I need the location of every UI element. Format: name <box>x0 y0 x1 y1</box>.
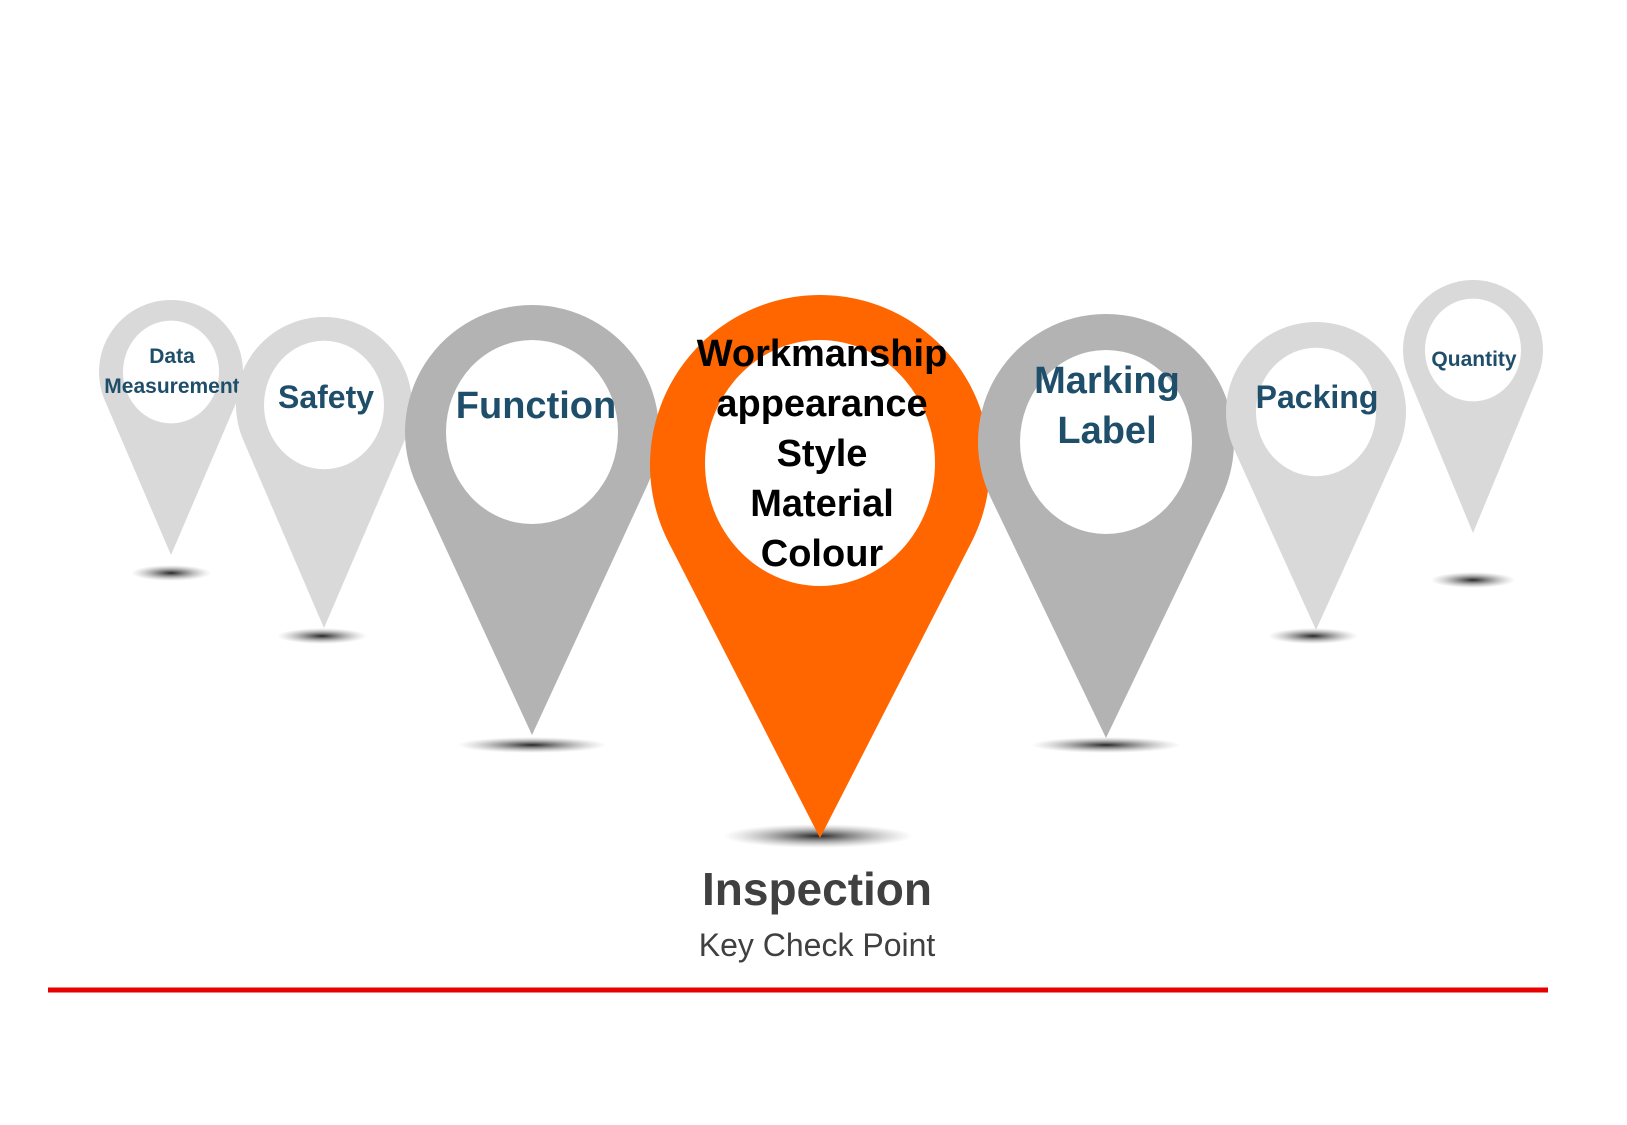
diagram-title: Inspection <box>702 863 932 915</box>
pin-label-line: Function <box>456 385 616 427</box>
pin-shadow-workmanship <box>723 824 913 848</box>
pin-hole-quantity <box>1425 298 1521 402</box>
pin-label-function: Function <box>456 385 616 427</box>
pin-label-packing: Packing <box>1256 379 1379 415</box>
pin-label-line: Quantity <box>1431 348 1516 371</box>
pin-label-line: Packing <box>1256 379 1379 415</box>
pin-hole-workmanship <box>705 339 935 587</box>
pin-label-line: Safety <box>278 379 374 415</box>
pin-label-safety: Safety <box>278 379 374 415</box>
pin-shadow-data-measurement <box>131 565 211 581</box>
pin-packing: Packing <box>1226 322 1406 630</box>
pin-shadow-safety <box>277 628 367 644</box>
pin-label-line: Material <box>750 483 894 525</box>
pin-hole-safety <box>264 340 384 470</box>
pin-shadow-function <box>457 737 607 753</box>
pin-label-quantity: Quantity <box>1431 348 1516 371</box>
pin-label-line: Label <box>1057 410 1156 452</box>
pin-quantity: Quantity <box>1403 280 1544 533</box>
pin-label-line: appearance <box>716 383 927 425</box>
pin-hole-data-measurement <box>123 320 219 424</box>
pin-shadow-marking-label <box>1031 737 1181 753</box>
pin-shadows <box>131 565 1516 848</box>
pin-hole-marking-label <box>1020 349 1192 535</box>
pin-shadow-packing <box>1268 628 1358 644</box>
pin-label-line: Measurement <box>104 375 239 398</box>
pin-label-line: Workmanship <box>697 333 948 375</box>
pin-shadow-quantity <box>1430 572 1516 588</box>
pin-function: Function <box>405 304 659 735</box>
diagram-subtitle: Key Check Point <box>699 927 936 963</box>
pin-label-line: Data <box>149 345 195 368</box>
pin-label-line: Colour <box>761 533 884 575</box>
pin-safety: Safety <box>236 317 412 628</box>
pin-label-line: Marking <box>1034 360 1180 402</box>
pin-hole-packing <box>1256 347 1376 477</box>
pin-label-line: Style <box>777 433 868 475</box>
pin-hole-function <box>446 339 618 525</box>
